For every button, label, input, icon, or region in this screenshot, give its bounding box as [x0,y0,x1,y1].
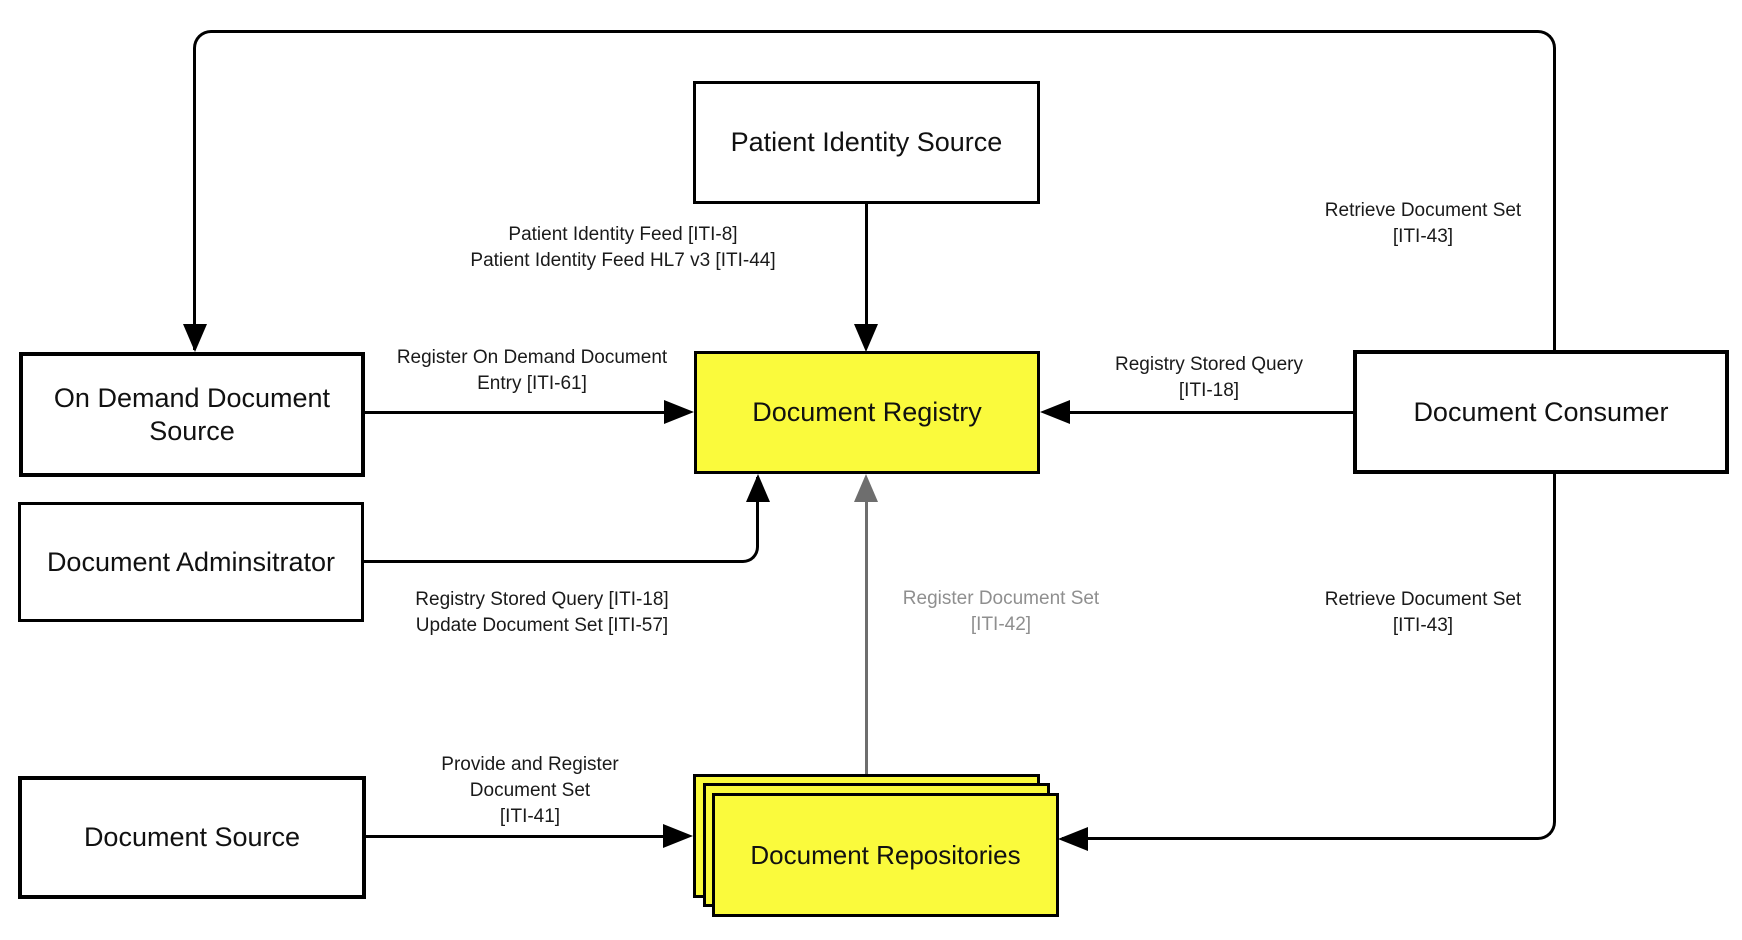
label-iti43-top-line2: [ITI-43] [1392,226,1454,247]
edge-register-document-set-line [865,500,868,774]
edge-admin-path [364,477,759,563]
edge-registry-stored-query-arrowhead [1040,400,1070,424]
node-document-repositories-label: Document Repositories [750,839,1021,870]
label-retrieve-document-set-top: Retrieve Document Set [ITI-43] [1325,198,1521,250]
node-document-registry: Document Registry [694,351,1040,474]
edge-provide-register-arrowhead [663,824,693,848]
edge-register-document-set-arrowhead [854,474,878,502]
edge-provide-register-line [366,835,667,838]
node-patient-identity-source: Patient Identity Source [693,81,1040,204]
label-iti42-line1: Register Document Set [902,588,1100,609]
label-provide-and-register: Provide and Register Document Set [ITI-4… [441,752,618,830]
label-iti8-line2: Patient Identity Feed HL7 v3 [ITI-44] [470,250,776,271]
edge-patient-identity-feed-line [865,204,868,326]
edge-retrieve-top-arrowhead [183,324,207,352]
label-iti43-top-line1: Retrieve Document Set [1324,200,1522,221]
node-document-consumer: Document Consumer [1353,350,1729,474]
on-demand-line2: Source [149,415,235,446]
label-iti61-line1: Register On Demand Document [396,347,668,368]
edge-admin-arrowhead [746,474,770,502]
label-admin-query-update: Registry Stored Query [ITI-18] Update Do… [415,587,668,639]
label-iti41-line2: Document Set [469,780,591,801]
node-document-repositories: Document Repositories [712,793,1059,917]
edge-register-on-demand-line [365,411,668,414]
label-retrieve-document-set-bottom: Retrieve Document Set [ITI-43] [1325,587,1521,639]
label-iti41-line1: Provide and Register [441,754,619,775]
node-document-source: Document Source [18,776,366,899]
label-iti18-57-line2: Update Document Set [ITI-57] [415,615,669,636]
node-document-registry-label: Document Registry [752,397,982,427]
edge-patient-identity-feed-arrowhead [854,324,878,352]
label-iti61-line2: Entry [ITI-61] [477,373,587,394]
node-document-adminsitrator: Document Adminsitrator [18,502,364,622]
node-document-adminsitrator-label: Document Adminsitrator [46,546,336,577]
edge-retrieve-top-path [193,30,1556,350]
node-document-source-label: Document Source [83,822,301,852]
label-iti18-line1: Registry Stored Query [1115,354,1303,375]
label-register-on-demand: Register On Demand Document Entry [ITI-6… [397,345,667,397]
edge-registry-stored-query-line [1068,411,1353,414]
node-on-demand-document-source-label: On Demand Document Source [54,382,330,448]
label-iti18-line2: [ITI-18] [1178,380,1240,401]
edge-retrieve-bottom-arrowhead [1058,827,1088,851]
on-demand-line1: On Demand Document [53,382,331,413]
label-iti43-bottom-line2: [ITI-43] [1392,615,1454,636]
label-iti18-57-line1: Registry Stored Query [ITI-18] [415,589,669,610]
label-registry-stored-query: Registry Stored Query [ITI-18] [1115,352,1303,404]
label-iti43-bottom-line1: Retrieve Document Set [1324,589,1522,610]
label-iti8-line1: Patient Identity Feed [ITI-8] [508,224,738,245]
label-iti42-line2: [ITI-42] [970,614,1032,635]
label-patient-identity-feed: Patient Identity Feed [ITI-8] Patient Id… [470,222,775,274]
edge-retrieve-bottom-path [1062,474,1556,840]
label-iti41-line3: [ITI-41] [499,806,561,827]
node-patient-identity-source-label: Patient Identity Source [730,127,1003,157]
node-document-consumer-label: Document Consumer [1413,396,1669,427]
label-register-document-set: Register Document Set [ITI-42] [903,586,1099,638]
node-on-demand-document-source: On Demand Document Source [19,352,365,477]
edge-register-on-demand-arrowhead [664,400,694,424]
